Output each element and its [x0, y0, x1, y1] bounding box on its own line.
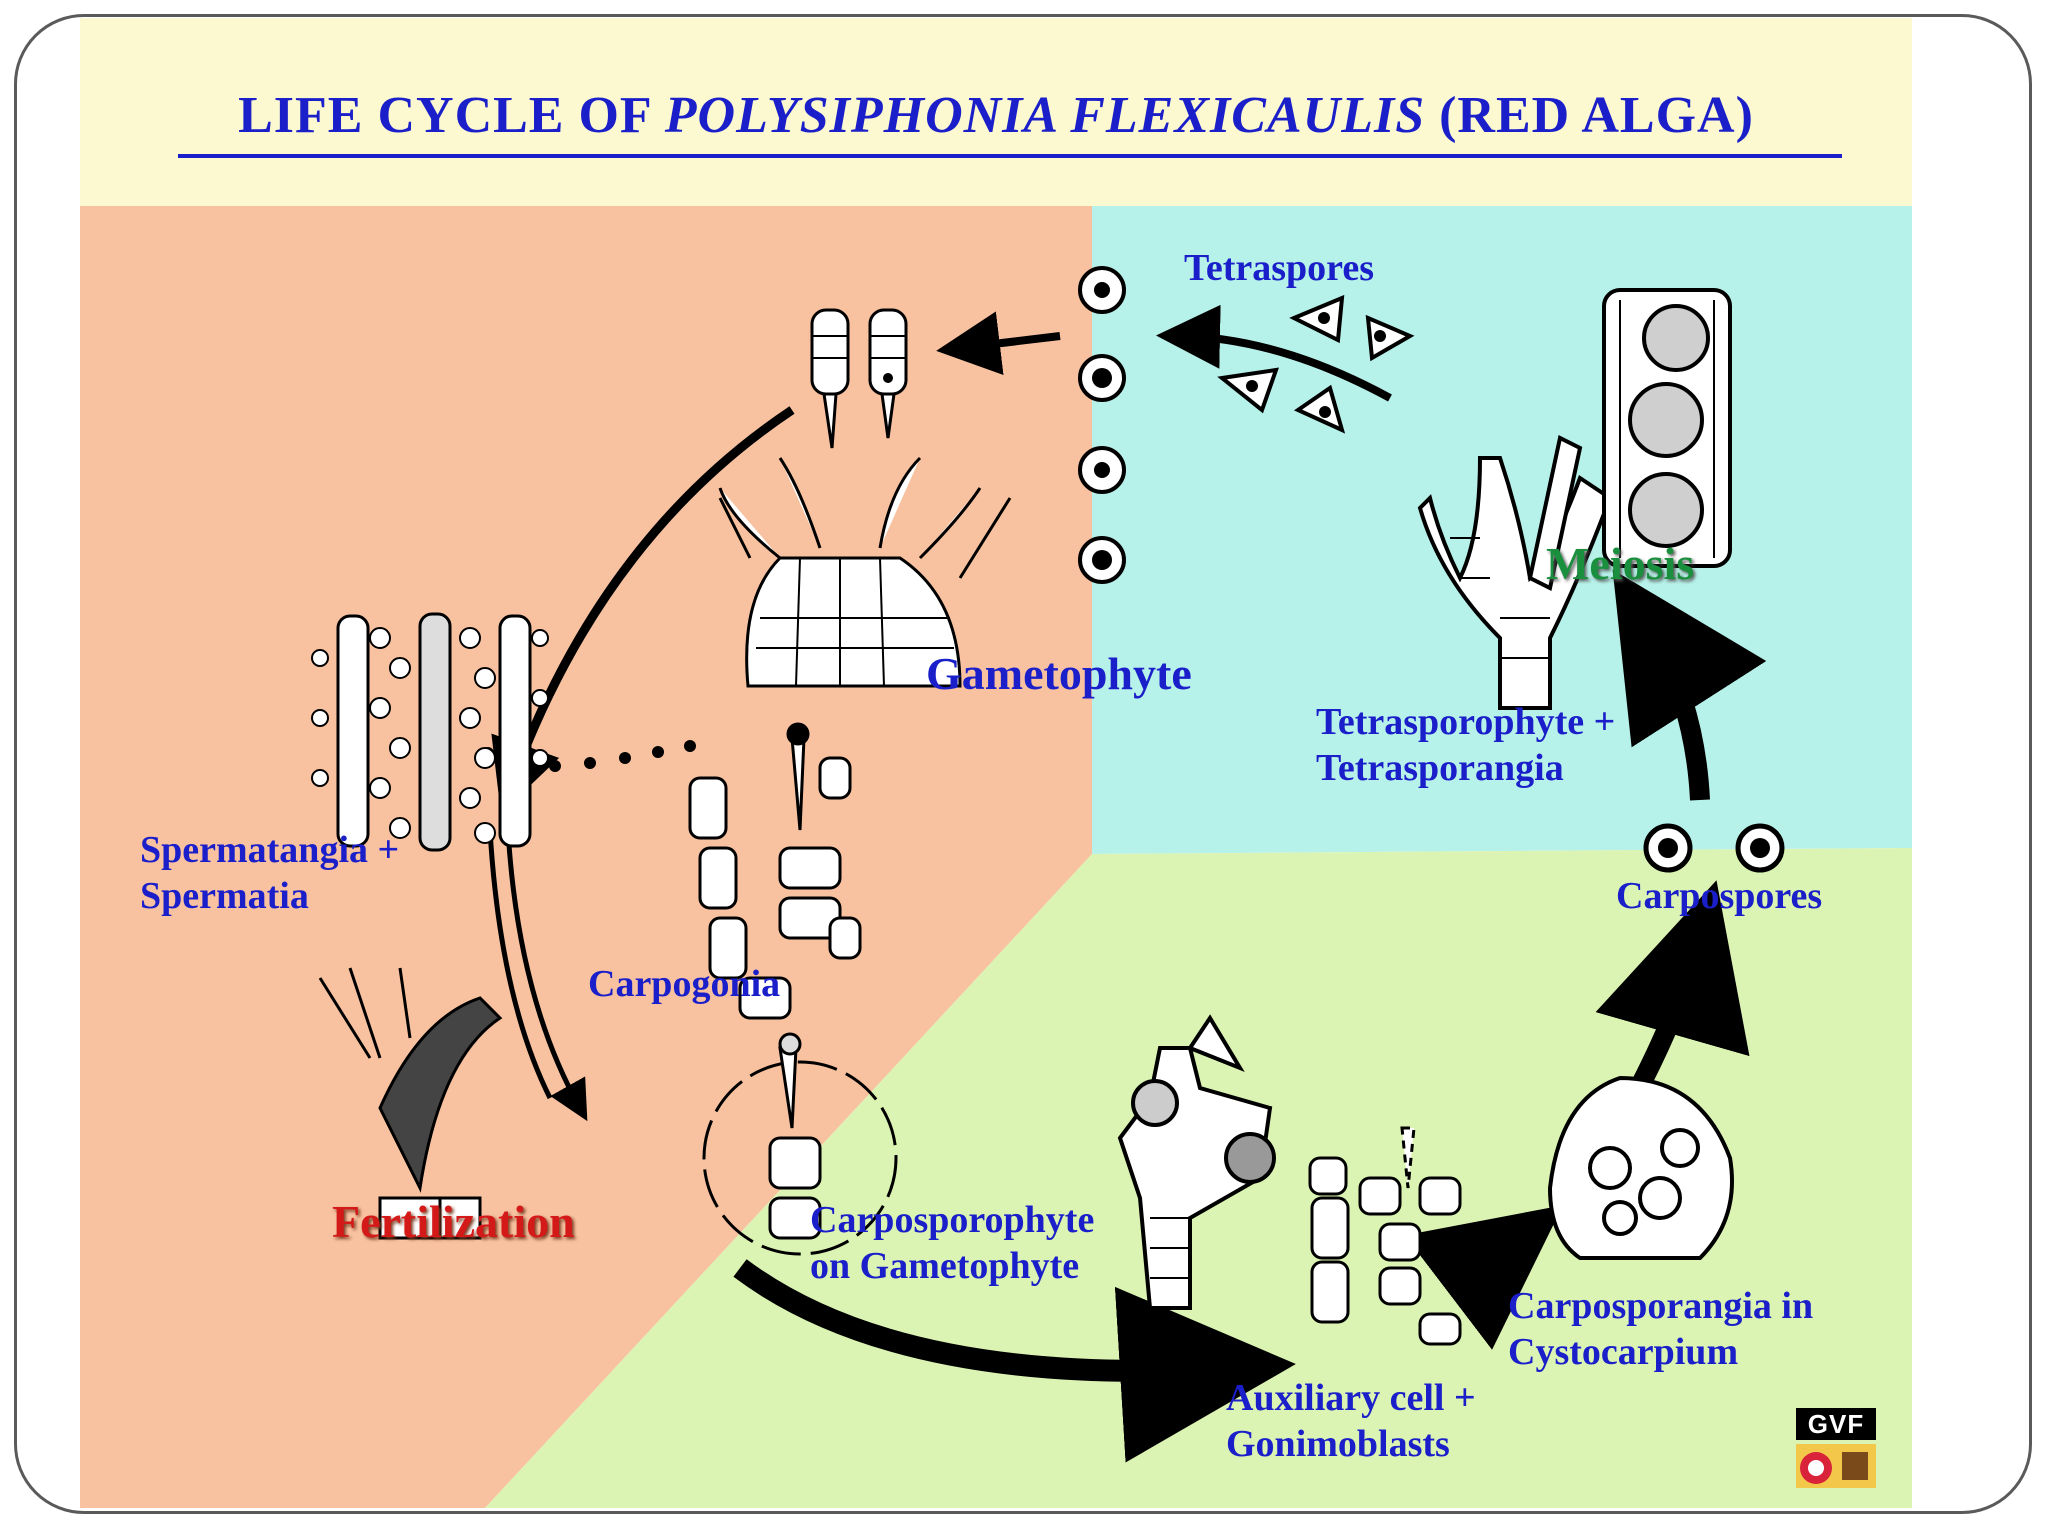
tetrasporangia-column — [1602, 288, 1732, 568]
label-spermatangia-line2: Spermatia — [140, 874, 309, 917]
fertilization-cluster — [702, 1032, 898, 1256]
label-spermatangia-line1: Spermatangia + — [140, 829, 400, 871]
carposporophyte-thallus — [1117, 1014, 1276, 1310]
life-cycle-figure: LIFE CYCLE OF POLYSIPHONIA FLEXICAULIS (… — [80, 18, 1912, 1508]
arrow-carpospores-to-meiosis — [1612, 569, 1767, 801]
label-carposporophyte: Carposporophyte on Gametophyte — [810, 1198, 1094, 1289]
arrow-spermatia-to-fertilization-a — [487, 829, 553, 1100]
trichoblast-branch — [318, 967, 503, 1240]
label-tetrasporophyte-line2: Tetrasporangia — [1316, 746, 1564, 789]
label-carpogonia: Carpogonia — [588, 963, 781, 1005]
label-meiosis: Meiosis — [1546, 538, 1695, 589]
arrow-spermatia-to-fertilization-b — [505, 829, 588, 1122]
title-suffix: (RED ALGA) — [1425, 87, 1754, 144]
gametophyte-region — [80, 206, 1092, 1508]
title-band — [80, 18, 1912, 206]
spermatangia-branch — [336, 612, 532, 852]
spermatium-cluster — [311, 627, 549, 844]
label-fertilization: Fertilization — [332, 1196, 575, 1247]
label-tetraspores: Tetraspores — [1184, 247, 1374, 289]
label-carposporophyte-line1: Carposporophyte — [810, 1199, 1095, 1241]
arrow-tetraspores-release — [1156, 304, 1392, 402]
auxiliary-cell-branch — [1308, 1126, 1462, 1346]
gvf-logo-text: GVF — [1796, 1408, 1876, 1440]
tetrasporophyte-thallus — [1417, 435, 1613, 710]
label-carposporophyte-line2: on Gametophyte — [810, 1244, 1080, 1287]
label-carposporangia-line1: Carposporangia in — [1508, 1285, 1814, 1327]
gvf-logo-badge — [1796, 1444, 1876, 1488]
label-auxiliary-line2: Gonimoblasts — [1226, 1422, 1450, 1465]
title-prefix: LIFE CYCLE OF — [238, 87, 665, 144]
page-title: LIFE CYCLE OF POLYSIPHONIA FLEXICAULIS (… — [80, 86, 1912, 145]
arrow-auxiliary-to-cystocarp — [1404, 1205, 1563, 1350]
title-underline — [178, 154, 1842, 158]
carpogonium-branch — [688, 722, 862, 1020]
label-gametophyte: Gametophyte — [926, 648, 1192, 699]
label-auxiliary-cell: Auxiliary cell + Gonimoblasts — [1226, 1376, 1476, 1467]
logo-emblem-icon — [1796, 1444, 1876, 1488]
label-carposporangia: Carposporangia in Cystocarpium — [1508, 1284, 1813, 1375]
cycle-diagram — [80, 206, 1912, 1508]
arrow-spores-to-gametophyte — [936, 311, 1061, 376]
arrow-cystocarp-to-carpospores — [1595, 880, 1750, 1091]
label-spermatangia: Spermatangia + Spermatia — [140, 828, 399, 919]
title-species: POLYSIPHONIA FLEXICAULIS — [664, 87, 1426, 144]
gvf-logo: GVF — [1796, 1408, 1876, 1488]
label-carposporangia-line2: Cystocarpium — [1508, 1330, 1739, 1373]
label-tetrasporophyte: Tetrasporophyte + Tetrasporangia — [1316, 700, 1615, 791]
cystocarp — [1547, 1075, 1734, 1260]
label-carpospores: Carpospores — [1616, 875, 1823, 917]
arrow-fertilization-to-carposporophyte — [733, 1259, 1296, 1463]
arrow-gametophyte-to-spermatangia — [491, 406, 795, 814]
label-tetrasporophyte-line1: Tetrasporophyte + — [1316, 701, 1616, 743]
label-auxiliary-line1: Auxiliary cell + — [1226, 1377, 1476, 1419]
